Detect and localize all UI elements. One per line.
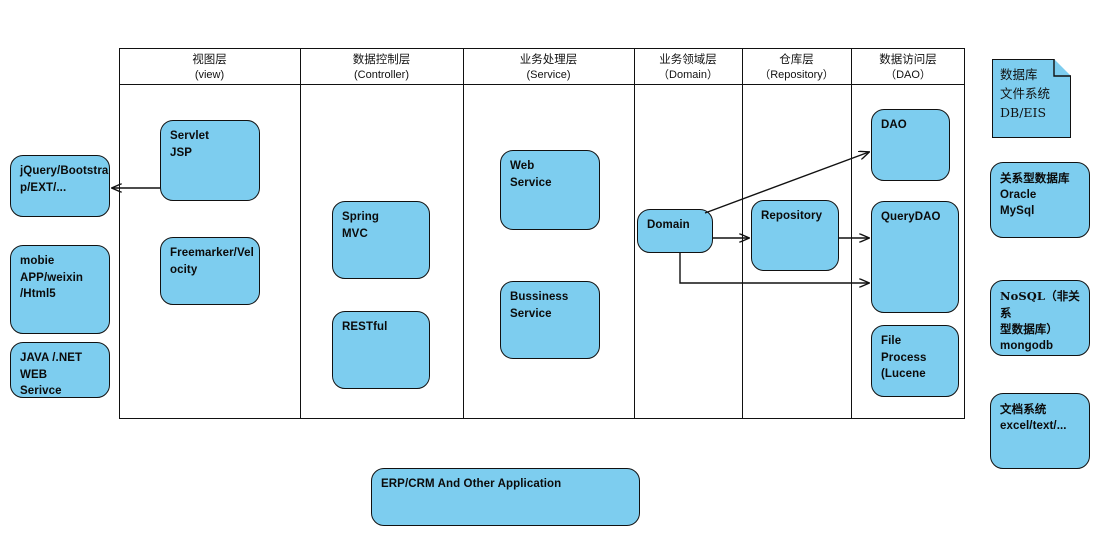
client-node-jquery-bootstra-p-ext[interactable]: jQuery/Bootstra p/EXT/... bbox=[10, 155, 110, 217]
node-label: Bussiness Service bbox=[510, 291, 569, 320]
node-label-cn: NoSQL（非关系 型数据库） bbox=[1000, 289, 1080, 336]
layer-header-cn: 视图层 bbox=[192, 52, 227, 66]
layer-header-cn: 业务处理层 bbox=[519, 52, 578, 66]
node-label: Domain bbox=[647, 219, 690, 231]
application-node-erp-crm-and-other-application[interactable]: ERP/CRM And Other Application bbox=[371, 468, 640, 526]
storage-node-mongodb[interactable]: NoSQL（非关系 型数据库） mongodb bbox=[990, 280, 1090, 356]
storage-node-oracle-mysql[interactable]: 关系型数据库 Oracle MySql bbox=[990, 162, 1090, 238]
grid-divider-2 bbox=[463, 48, 464, 419]
node-label: DAO bbox=[881, 119, 907, 131]
client-node-mobie-app-weixin-html5[interactable]: mobie APP/weixin /Html5 bbox=[10, 245, 110, 334]
node-label: RESTful bbox=[342, 321, 388, 333]
grid-divider-3 bbox=[634, 48, 635, 419]
grid-divider-5 bbox=[851, 48, 852, 419]
layer-header-en: （DAO） bbox=[885, 69, 931, 81]
grid-header-separator bbox=[119, 84, 965, 85]
node-label-cn: 关系型数据库 bbox=[1000, 171, 1070, 185]
dao-node-dao[interactable]: DAO bbox=[871, 109, 950, 181]
node-label: Spring MVC bbox=[342, 211, 380, 240]
layer-header-en: (Controller) bbox=[353, 69, 409, 81]
layer-header-en: (Service) bbox=[526, 69, 571, 81]
layer-header-en: (view) bbox=[194, 69, 225, 81]
node-label-cn: 文档系统 bbox=[1000, 402, 1047, 416]
controller-node-spring-mvc[interactable]: Spring MVC bbox=[332, 201, 430, 279]
service-node-web-service[interactable]: Web Service bbox=[500, 150, 600, 230]
node-label: mongodb bbox=[1000, 339, 1054, 352]
layer-header-2: 业务处理层 (Service) bbox=[463, 51, 634, 83]
view-node-servlet-jsp[interactable]: Servlet JSP bbox=[160, 120, 260, 201]
node-label: Web Service bbox=[510, 160, 552, 189]
layer-header-en: （Repository） bbox=[759, 69, 834, 81]
layer-header-0: 视图层 (view) bbox=[119, 51, 300, 83]
layer-header-3: 业务领域层 （Domain） bbox=[634, 51, 742, 83]
grid-divider-1 bbox=[300, 48, 301, 419]
layer-header-5: 数据访问层 （DAO） bbox=[851, 51, 965, 83]
dao-node-file-process-lucene[interactable]: File Process (Lucene bbox=[871, 325, 959, 397]
node-label: Oracle MySql bbox=[1000, 188, 1037, 218]
node-label: mobie APP/weixin /Html5 bbox=[20, 255, 83, 300]
service-node-bussiness-service[interactable]: Bussiness Service bbox=[500, 281, 600, 359]
layer-header-1: 数据控制层 (Controller) bbox=[300, 51, 463, 83]
domain-node-domain[interactable]: Domain bbox=[637, 209, 713, 253]
arrow-domain-to-dao bbox=[704, 152, 869, 214]
layer-grid-frame bbox=[119, 48, 965, 419]
note-label: 数据库 文件系统 DB/EIS bbox=[1000, 67, 1051, 120]
layer-header-cn: 数据控制层 bbox=[352, 52, 411, 66]
layer-header-cn: 仓库层 bbox=[779, 52, 814, 66]
node-label: jQuery/Bootstra p/EXT/... bbox=[20, 165, 109, 194]
arrow-domain-to-querydao bbox=[679, 253, 869, 283]
view-node-freemarker-vel-ocity[interactable]: Freemarker/Vel ocity bbox=[160, 237, 260, 305]
node-label: Freemarker/Vel ocity bbox=[170, 247, 254, 276]
node-label: JAVA /.NET WEB Serivce bbox=[20, 352, 83, 397]
dao-node-querydao[interactable]: QueryDAO bbox=[871, 201, 959, 313]
layer-header-4: 仓库层 （Repository） bbox=[742, 51, 851, 83]
node-label: excel/text/... bbox=[1000, 419, 1067, 432]
node-label: QueryDAO bbox=[881, 211, 941, 223]
controller-node-restful[interactable]: RESTful bbox=[332, 311, 430, 389]
client-node-java-net-web-serivce[interactable]: JAVA /.NET WEB Serivce bbox=[10, 342, 110, 398]
node-label: Repository bbox=[761, 210, 823, 222]
node-label: ERP/CRM And Other Application bbox=[381, 478, 562, 490]
repository-node-repository[interactable]: Repository bbox=[751, 200, 839, 271]
layer-header-cn: 业务领域层 bbox=[659, 52, 717, 66]
layer-header-en: （Domain） bbox=[658, 69, 718, 81]
storage-node-excel-text[interactable]: 文档系统 excel/text/... bbox=[990, 393, 1090, 469]
node-label: Servlet JSP bbox=[170, 130, 210, 159]
node-label: File Process (Lucene bbox=[881, 335, 927, 380]
layer-header-cn: 数据访问层 bbox=[879, 52, 937, 66]
